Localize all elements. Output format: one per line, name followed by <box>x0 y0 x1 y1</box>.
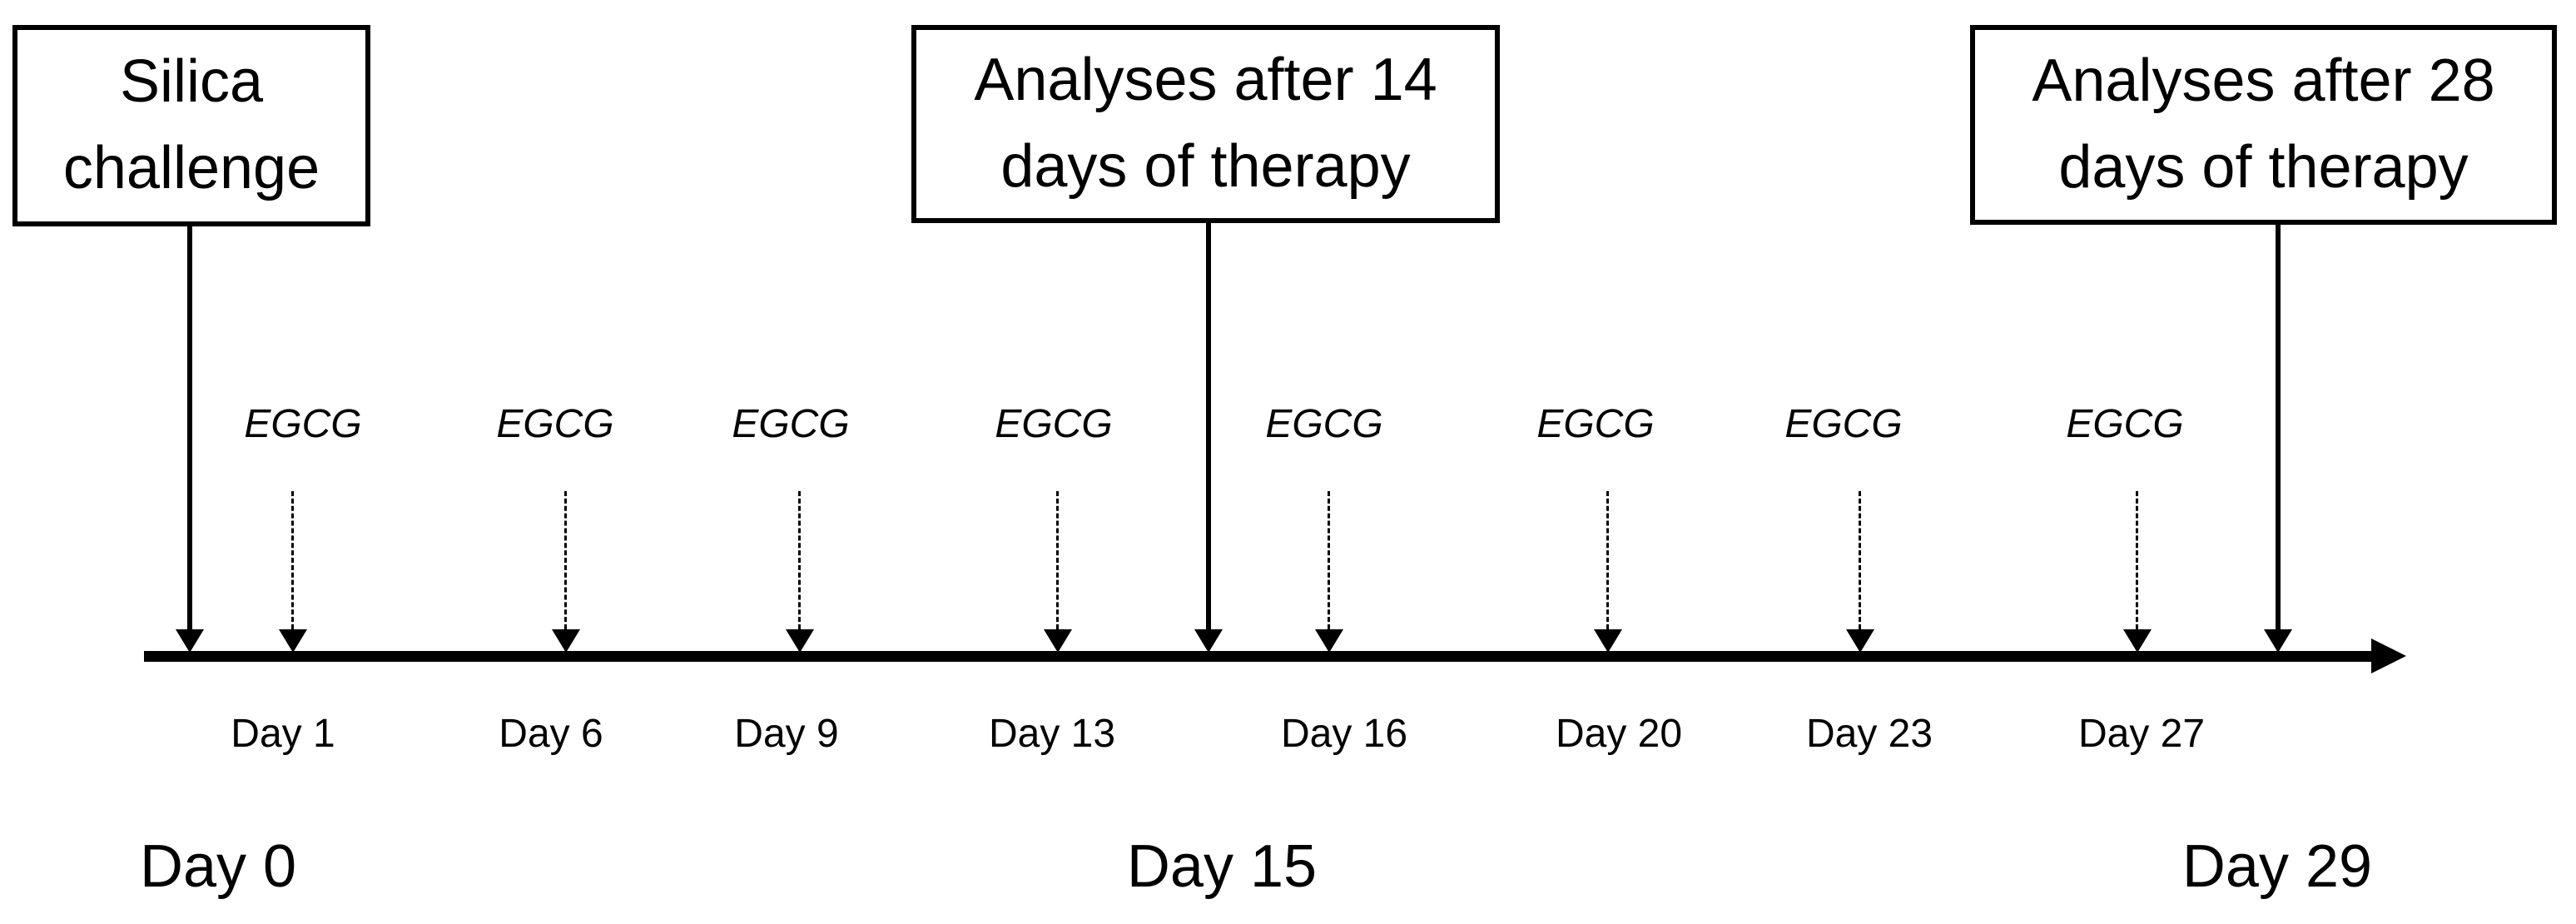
egcg-label: EGCG <box>244 402 362 446</box>
egcg-arrowhead-icon <box>1594 629 1622 653</box>
analysis-14-box: Analyses after 14 days of therapy <box>911 25 1500 223</box>
day-tick-label: Day 13 <box>988 712 1116 756</box>
day-tick-label: Day 9 <box>734 712 839 756</box>
egcg-arrowhead-icon <box>1044 629 1072 653</box>
egcg-arrowhead-icon <box>2123 629 2152 653</box>
day-tick-label: Day 27 <box>2077 712 2206 756</box>
milestone-label-day-0: Day 0 <box>139 833 297 900</box>
milestone-label-day-29: Day 29 <box>2181 833 2373 900</box>
silica-challenge-box: Silica challenge <box>12 25 370 226</box>
analysis-14-arrowhead-icon <box>1194 629 1223 653</box>
day-tick-label: Day 23 <box>1805 712 1933 756</box>
egcg-dashed-arrow <box>1606 491 1609 629</box>
day-tick-label: Day 20 <box>1555 712 1683 756</box>
timeline-right-arrow-icon <box>2371 638 2406 673</box>
silica-arrowhead-icon <box>176 629 204 653</box>
day-tick-label: Day 6 <box>499 712 603 756</box>
egcg-label: EGCG <box>995 402 1113 446</box>
egcg-dashed-arrow <box>2136 491 2138 629</box>
timeline-axis <box>144 651 2371 662</box>
egcg-arrowhead-icon <box>1315 629 1343 653</box>
egcg-label: EGCG <box>732 402 850 446</box>
egcg-arrowhead-icon <box>552 629 580 653</box>
analysis-28-connector-line <box>2276 225 2281 631</box>
milestone-label-day-15: Day 15 <box>1126 833 1318 900</box>
egcg-label: EGCG <box>2066 402 2184 446</box>
analysis-28-arrowhead-icon <box>2264 629 2292 653</box>
egcg-dashed-arrow <box>291 491 294 629</box>
egcg-label: EGCG <box>1536 402 1655 446</box>
egcg-dashed-arrow <box>798 491 801 629</box>
egcg-arrowhead-icon <box>1846 629 1874 653</box>
analysis-14-connector-line <box>1206 223 1211 631</box>
egcg-dashed-arrow <box>1328 491 1330 629</box>
egcg-label: EGCG <box>1265 402 1383 446</box>
day-tick-label: Day 1 <box>231 712 335 756</box>
egcg-label: EGCG <box>496 402 614 446</box>
day-tick-label: Day 16 <box>1280 712 1408 756</box>
egcg-arrowhead-icon <box>279 629 307 653</box>
egcg-label: EGCG <box>1784 402 1903 446</box>
analysis-28-box: Analyses after 28 days of therapy <box>1970 25 2557 225</box>
egcg-dashed-arrow <box>564 491 567 629</box>
egcg-arrowhead-icon <box>786 629 814 653</box>
egcg-dashed-arrow <box>1056 491 1059 629</box>
egcg-dashed-arrow <box>1859 491 1861 629</box>
silica-connector-line <box>187 226 192 631</box>
